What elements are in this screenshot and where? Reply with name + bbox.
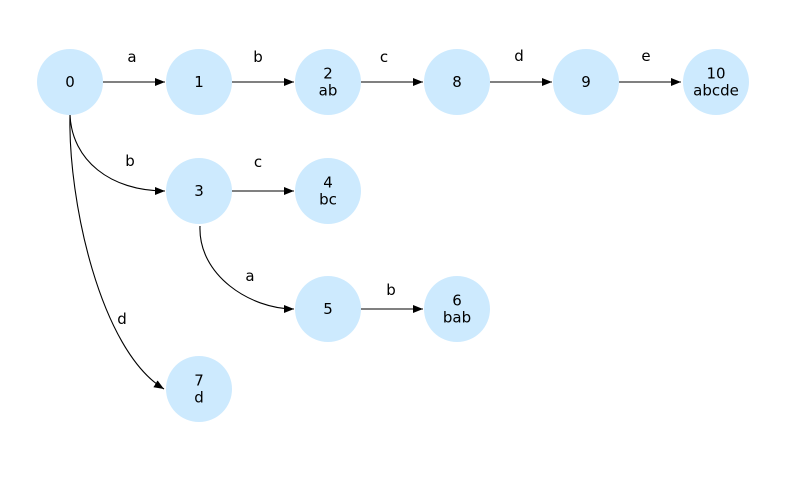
- edge-label: c: [380, 48, 388, 66]
- node-3: 3: [166, 158, 232, 224]
- edge-label: b: [253, 48, 263, 66]
- node-circle: [166, 356, 232, 422]
- node-circle: [166, 49, 232, 115]
- edge-1-2: b: [232, 48, 294, 86]
- node-circle: [553, 49, 619, 115]
- edge-label: a: [127, 48, 136, 66]
- node-0: 0: [37, 49, 103, 115]
- node-prefix-label: bc: [319, 191, 337, 209]
- edge-2-8: c: [361, 48, 423, 86]
- node-circle: [37, 49, 103, 115]
- edge-label: a: [245, 267, 254, 285]
- node-circle: [295, 158, 361, 224]
- node-prefix-label: bab: [443, 309, 471, 327]
- node-8: 8: [424, 49, 490, 115]
- node-id-label: 9: [581, 73, 591, 91]
- edge-line: [69, 114, 165, 390]
- edge-0-1: a: [103, 48, 165, 86]
- node-circle: [295, 49, 361, 115]
- node-id-label: 1: [194, 73, 204, 91]
- edge-3-4: c: [232, 153, 294, 195]
- edge-8-9: d: [490, 47, 552, 86]
- node-id-label: 4: [323, 174, 333, 192]
- node-id-label: 7: [194, 372, 204, 390]
- node-4: 4bc: [295, 158, 361, 224]
- edge-label: c: [254, 153, 262, 171]
- edge-0-7: d: [69, 114, 165, 390]
- node-id-label: 2: [323, 65, 333, 83]
- node-5: 5: [295, 276, 361, 342]
- node-id-label: 10: [706, 65, 725, 83]
- edge-label: b: [125, 152, 135, 170]
- node-id-label: 6: [452, 292, 462, 310]
- node-prefix-label: d: [194, 389, 204, 407]
- edge-line: [69, 114, 166, 195]
- node-1: 1: [166, 49, 232, 115]
- node-circle: [683, 49, 749, 115]
- node-id-label: 3: [194, 182, 204, 200]
- node-prefix-label: abcde: [693, 82, 739, 100]
- node-circle: [166, 158, 232, 224]
- edge-3-5: a: [199, 225, 295, 313]
- node-circle: [424, 49, 490, 115]
- node-7: 7d: [166, 356, 232, 422]
- node-circle: [424, 276, 490, 342]
- node-2: 2ab: [295, 49, 361, 115]
- node-id-label: 8: [452, 73, 462, 91]
- node-circle: [295, 276, 361, 342]
- node-id-label: 5: [323, 300, 333, 318]
- edge-0-3: b: [69, 114, 166, 195]
- edge-label: d: [117, 310, 127, 328]
- edge-5-6: b: [361, 281, 423, 313]
- node-id-label: 0: [65, 73, 75, 91]
- edge-label: d: [514, 47, 524, 65]
- edge-label: e: [641, 47, 650, 65]
- edge-line: [199, 225, 295, 313]
- edge-9-10: e: [619, 47, 681, 86]
- node-9: 9: [553, 49, 619, 115]
- node-prefix-label: ab: [319, 82, 338, 100]
- edge-label: b: [386, 281, 396, 299]
